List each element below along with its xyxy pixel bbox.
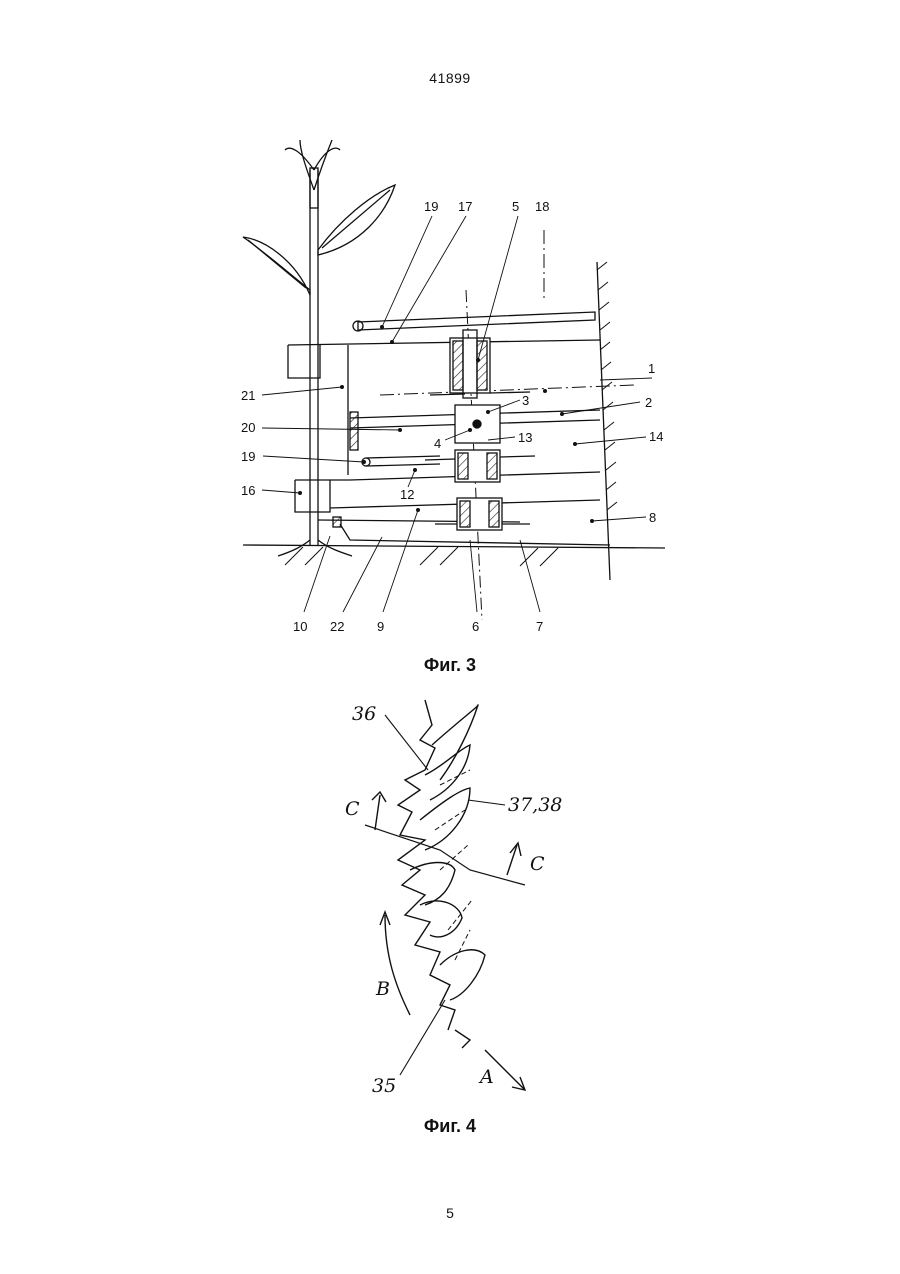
label-19-top: 19 [424, 199, 438, 214]
plant-drawing [243, 140, 395, 556]
label-5: 5 [512, 199, 519, 214]
label-22: 22 [330, 619, 344, 634]
page-number: 5 [0, 1205, 900, 1221]
hub-mid [430, 392, 530, 443]
label-2: 2 [645, 395, 652, 410]
label-18: 18 [535, 199, 549, 214]
label-b: B [375, 978, 390, 1000]
label-13: 13 [518, 430, 532, 445]
label-7: 7 [536, 619, 543, 634]
hub-upper [450, 330, 490, 398]
label-6: 6 [472, 619, 479, 634]
label-35: 35 [372, 1075, 396, 1097]
label-36: 36 [352, 703, 376, 725]
label-12: 12 [400, 487, 414, 502]
figure-3-caption: Фиг. 3 [0, 655, 900, 676]
label-17: 17 [458, 199, 472, 214]
label-16: 16 [241, 483, 255, 498]
ground-line [243, 545, 665, 566]
label-20: 20 [241, 420, 255, 435]
figure-3-drawing [243, 140, 665, 620]
label-4: 4 [434, 436, 441, 451]
label-9: 9 [377, 619, 384, 634]
right-wall [597, 262, 617, 580]
label-37-38: 37,38 [508, 794, 562, 816]
figure-4-caption: Фиг. 4 [0, 1116, 900, 1137]
label-8: 8 [649, 510, 656, 525]
label-21: 21 [241, 388, 255, 403]
label-14: 14 [649, 429, 663, 444]
label-3: 3 [522, 393, 529, 408]
label-c-right: C [530, 853, 545, 875]
figure-4-labels: 36 37,38 C C B 35 A [345, 703, 562, 1097]
figure-4-drawing [365, 700, 525, 1090]
label-c-left: C [345, 798, 360, 820]
figure-3-labels: 19 17 5 18 1 2 3 4 13 14 21 20 19 12 16 … [241, 199, 663, 634]
label-a: A [478, 1066, 494, 1088]
label-19-bottom: 19 [241, 449, 255, 464]
label-1: 1 [648, 361, 655, 376]
label-10: 10 [293, 619, 307, 634]
